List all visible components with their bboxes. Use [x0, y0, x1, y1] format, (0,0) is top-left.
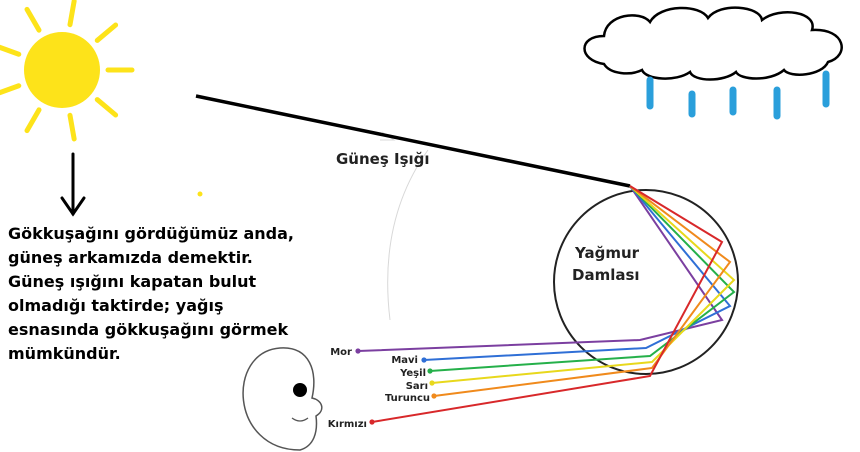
refraction-rays [355, 185, 736, 425]
sun-ray [67, 112, 77, 142]
band-label: Sarı [406, 381, 428, 392]
sun-ray [94, 97, 119, 118]
sun-ray [24, 107, 42, 134]
band-label: Turuncu [385, 393, 430, 404]
raindrop-circle [553, 189, 739, 375]
sun-icon [0, 0, 135, 142]
ray-end-dot [427, 368, 433, 374]
ray-end-dot [421, 357, 427, 363]
caption-line: mümkündür. [8, 344, 121, 363]
ray-end-dot [355, 348, 361, 354]
caption-line: olmadığı taktirde; yağış [8, 296, 224, 315]
sunlight-ray [195, 94, 631, 188]
ray-end-dot [369, 419, 375, 425]
band-label: Mavi [391, 355, 418, 366]
caption-line: güneş arkamızda demektir. [8, 248, 253, 267]
band-label: Yeşil [399, 368, 426, 379]
drop-label-line1: Yağmur [574, 244, 640, 262]
caption-text: Gökkuşağını gördüğümüz anda, güneş arkam… [8, 222, 294, 366]
ray-end-dot [429, 380, 435, 386]
sun-ray [94, 22, 119, 43]
sun-ray [0, 83, 22, 96]
sun-ray [24, 6, 42, 33]
drop-label-line2: Damlası [572, 266, 640, 284]
observer-head-icon [242, 347, 323, 451]
down-arrow-icon [60, 152, 86, 217]
caption-line: Güneş ışığını kapatan bulut [8, 272, 257, 291]
ray-4 [433, 185, 732, 397]
caption-line: esnasında gökkuşağını görmek [8, 320, 289, 339]
ray-end-dot [431, 393, 437, 399]
ray-0 [357, 185, 724, 352]
ray-5 [371, 185, 724, 423]
band-label: Mor [330, 347, 352, 358]
sunlight-label: Güneş Işığı [336, 150, 430, 168]
ray-3 [431, 185, 736, 384]
band-label: Kırmızı [328, 419, 367, 430]
caption-line: Gökkuşağını gördüğümüz anda, [8, 224, 294, 243]
ray-2 [429, 185, 736, 372]
sun-ray [0, 44, 22, 57]
small-sun-dot [197, 191, 203, 197]
rain-drops [646, 70, 830, 120]
cloud-icon [583, 6, 843, 81]
sun-ray [67, 0, 77, 28]
